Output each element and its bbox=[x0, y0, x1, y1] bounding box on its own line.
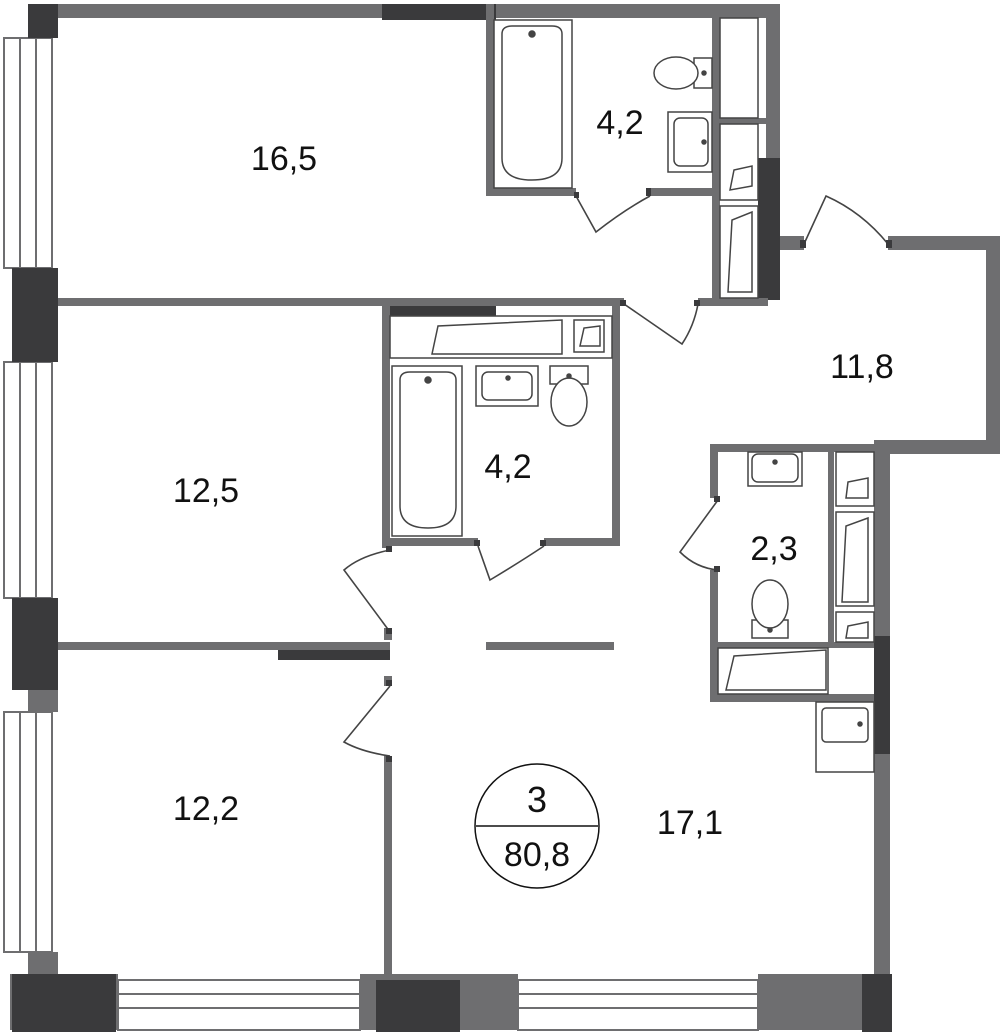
summary-badge: 3 80,8 bbox=[474, 763, 600, 889]
room-area-living-room: 17,1 bbox=[657, 804, 723, 842]
room-area-bathroom-2: 4,2 bbox=[484, 448, 531, 486]
door-hinges bbox=[386, 188, 892, 762]
bottom-window-strips bbox=[117, 979, 759, 1031]
left-window-strips bbox=[3, 37, 53, 953]
room-area-bedroom-2: 12,5 bbox=[173, 472, 239, 510]
toilet-wc bbox=[751, 579, 789, 639]
room-area-bedroom-3: 12,2 bbox=[173, 790, 239, 828]
bathtub-2 bbox=[391, 365, 463, 537]
sink-2 bbox=[475, 365, 539, 407]
shaft-boxes-1 bbox=[719, 17, 759, 299]
toilet-2 bbox=[549, 365, 589, 427]
total-area: 80,8 bbox=[504, 836, 570, 874]
rooms-count: 3 bbox=[527, 779, 547, 820]
toilet-1 bbox=[653, 56, 713, 90]
room-area-bathroom-1: 4,2 bbox=[596, 104, 643, 142]
sink-1 bbox=[667, 111, 713, 173]
interior-walls bbox=[58, 4, 874, 974]
bathtub-1 bbox=[493, 19, 573, 189]
room-area-hall: 11,8 bbox=[830, 348, 894, 386]
shaft-box-living bbox=[717, 647, 829, 695]
sink-wc bbox=[747, 451, 803, 487]
structural-columns bbox=[12, 4, 892, 1032]
door-swings bbox=[342, 194, 889, 757]
shaft-boxes-wc bbox=[835, 451, 875, 643]
shaft-boxes-2 bbox=[389, 315, 613, 359]
room-area-bedroom-1: 16,5 bbox=[251, 140, 317, 178]
room-area-wc: 2,3 bbox=[750, 530, 797, 568]
sink-living bbox=[815, 701, 875, 773]
room-labels: 16,5 4,2 11,8 12,5 4,2 2,3 12,2 17,1 bbox=[173, 104, 894, 842]
